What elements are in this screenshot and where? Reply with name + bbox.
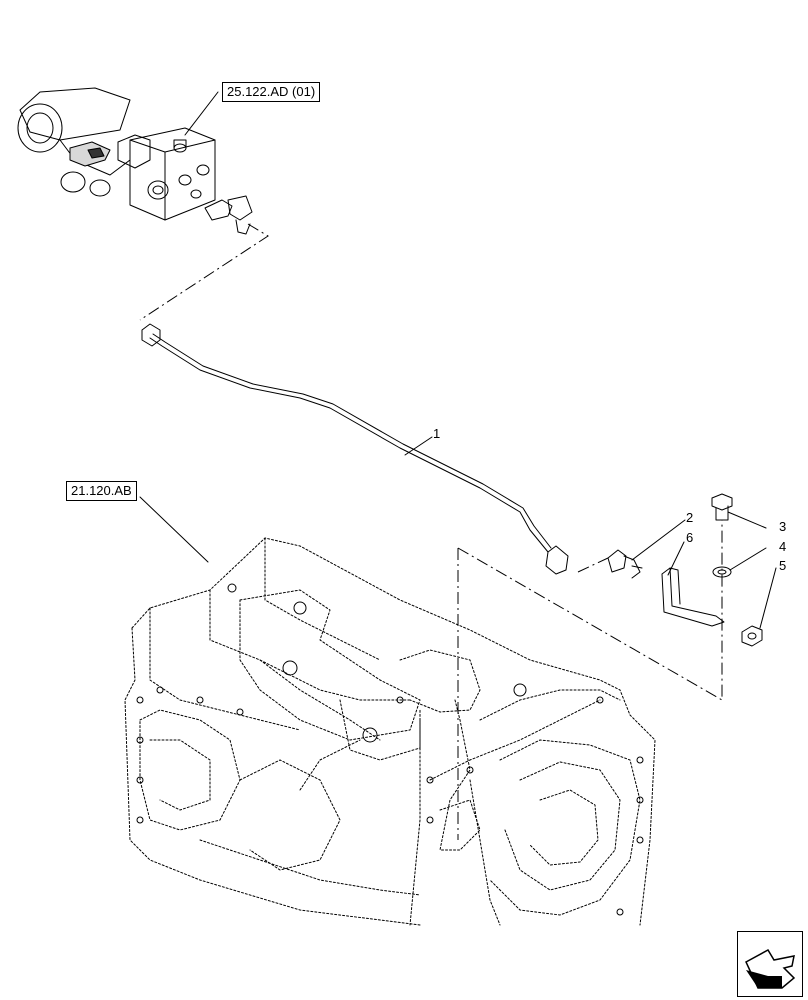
callout-6-leader <box>667 541 685 576</box>
valve-reference-label[interactable]: 25.122.AD (01) <box>222 82 321 102</box>
callout-1: 1 <box>433 426 441 441</box>
housing-bolt-holes <box>136 583 644 916</box>
fitting-part-2 <box>607 549 643 579</box>
callout-5: 5 <box>779 558 787 573</box>
housing-ref-leader <box>139 496 209 563</box>
transmission-housing <box>124 537 656 926</box>
next-page-arrow-icon <box>745 948 796 989</box>
callout-1-leader <box>404 436 433 456</box>
bolt-part-3 <box>711 493 733 521</box>
callout-4-leader <box>729 547 767 571</box>
nut-part-5 <box>741 625 763 647</box>
callout-6: 6 <box>686 530 694 545</box>
valve-assembly <box>17 87 253 235</box>
bracket-part-6 <box>661 567 725 627</box>
callout-5-leader <box>759 567 777 629</box>
next-page-button[interactable] <box>737 931 803 997</box>
hydraulic-tube <box>141 323 569 575</box>
assembly-centerlines <box>139 223 723 840</box>
callout-3: 3 <box>779 519 787 534</box>
housing-reference-label[interactable]: 21.120.AB <box>66 481 137 501</box>
valve-ref-leader <box>184 91 219 136</box>
callout-4: 4 <box>779 539 787 554</box>
callout-2-leader <box>631 519 686 561</box>
callout-2: 2 <box>686 510 694 525</box>
callout-3-leader <box>727 511 767 529</box>
